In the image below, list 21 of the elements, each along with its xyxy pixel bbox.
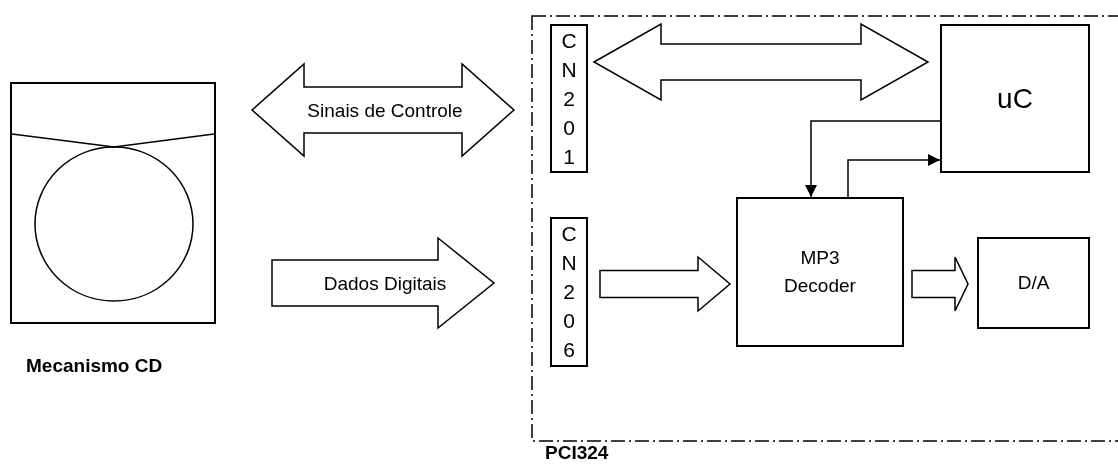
converter-box: [977, 237, 1090, 329]
block-arrow: [271, 236, 496, 330]
microcontroller-box: [940, 24, 1090, 173]
block-arrow: [592, 22, 930, 102]
board-label: PCI324: [545, 443, 609, 462]
block-label: D/A: [1016, 271, 1051, 295]
edge-label: Dados Digitais: [323, 273, 447, 293]
decoder-box: [736, 197, 904, 347]
arrow: [805, 120, 941, 198]
block-arrow: [911, 256, 969, 312]
block-label: MP3 Decoder: [783, 246, 857, 298]
connector-label: CN201: [560, 28, 578, 170]
block-arrow: [250, 62, 516, 158]
connector-box: [550, 24, 588, 173]
connector-label: CN206: [560, 221, 578, 363]
block-arrow: [599, 255, 732, 313]
device-label: Mecanismo CD: [26, 354, 163, 378]
block-label: uC: [997, 81, 1033, 116]
arrow: [847, 154, 941, 198]
edge-label: Sinais de Controle: [307, 100, 463, 120]
connector-box: [550, 217, 588, 367]
